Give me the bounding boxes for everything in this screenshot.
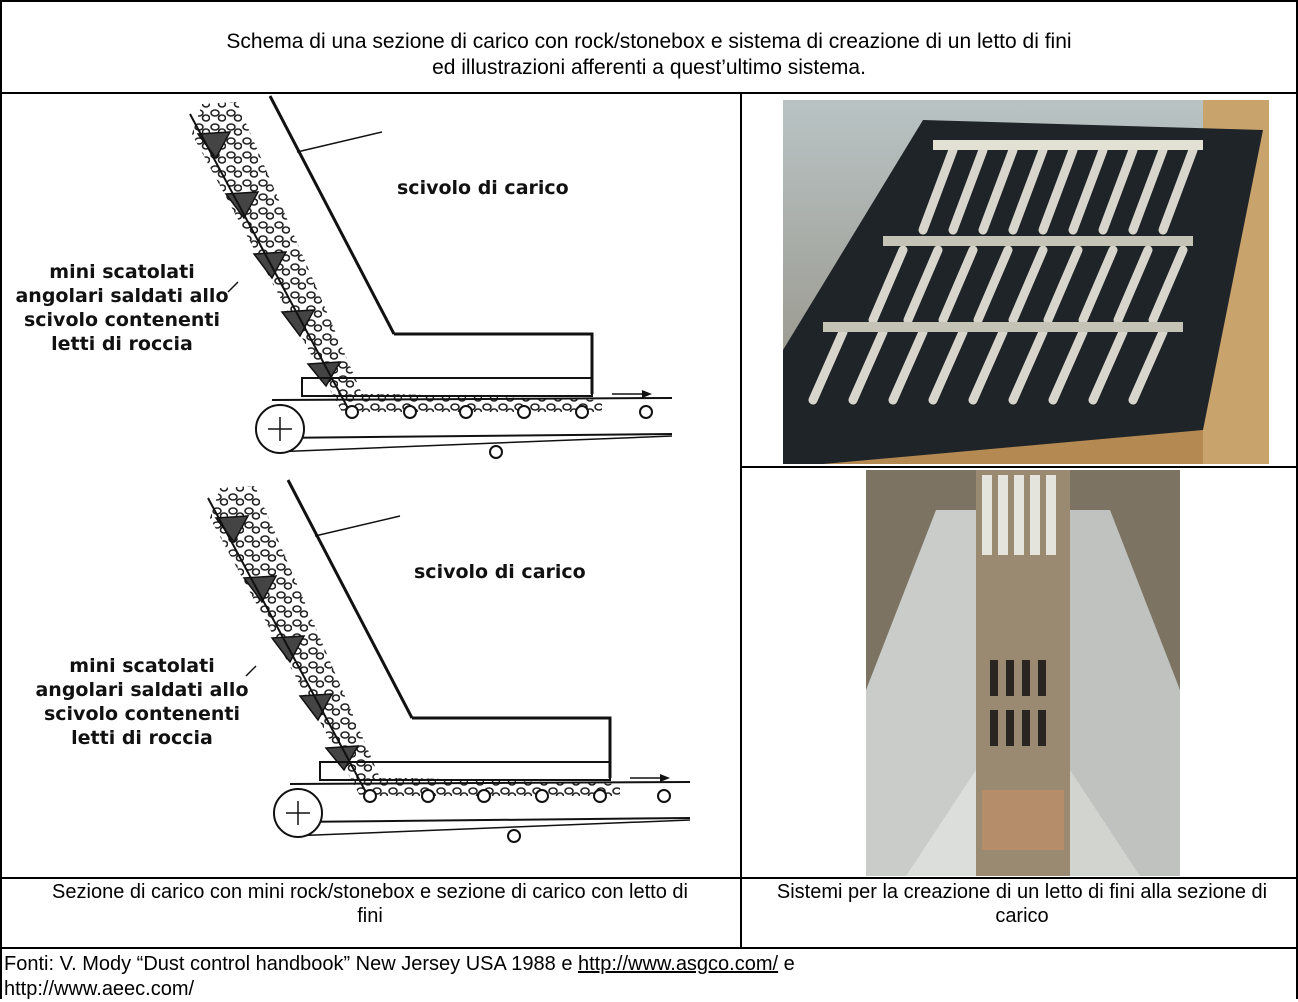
- column-divider: [740, 92, 742, 948]
- table-title: Schema di una sezione di carico con rock…: [2, 2, 1296, 92]
- box-label-top-4: letti di roccia: [51, 333, 193, 355]
- diagram-bottom: scivolo di carico mini scatolati angolar…: [35, 478, 692, 844]
- loading-section-diagram: scivolo di carico mini scatolati angolar…: [15, 94, 692, 844]
- table-border-right: [1296, 0, 1298, 999]
- chute-label-top: scivolo di carico: [397, 177, 569, 199]
- photo-divider: [740, 466, 1298, 468]
- source-link-aeec: http://www.aeec.com/: [4, 978, 195, 1000]
- title-line-1: Schema di una sezione di carico con rock…: [226, 30, 1072, 53]
- caption-right: Sistemi per la creazione di un letto di …: [776, 881, 1268, 927]
- box-label-bottom-2: angolari saldati allo: [35, 679, 248, 701]
- row-divider-images: [0, 877, 1298, 879]
- row-divider-captions: [0, 947, 1298, 949]
- box-label-top-1: mini scatolati: [49, 261, 194, 283]
- box-label-top-3: scivolo contenenti: [24, 309, 220, 331]
- box-label-top-2: angolari saldati allo: [15, 285, 228, 307]
- table-border-left: [0, 0, 2, 999]
- title-line-2: ed illustrazioni afferenti a quest’ultim…: [432, 56, 866, 79]
- table-border-top: [0, 0, 1298, 2]
- sources-prefix: Fonti: V. Mody “Dust control handbook” N…: [4, 953, 578, 975]
- box-label-bottom-3: scivolo contenenti: [44, 703, 240, 725]
- fines-bed-chute-photo: [866, 470, 1180, 876]
- diagram-top: scivolo di carico mini scatolati angolar…: [15, 94, 674, 460]
- box-label-bottom-4: letti di roccia: [71, 727, 213, 749]
- box-label-bottom-1: mini scatolati: [69, 655, 214, 677]
- row-divider-title: [0, 92, 1298, 94]
- sources-note: Fonti: V. Mody “Dust control handbook” N…: [4, 952, 1294, 1002]
- chute-label-bottom: scivolo di carico: [414, 561, 586, 583]
- grizzly-screen-photo: [783, 100, 1269, 464]
- sources-middle: e: [778, 953, 795, 975]
- source-link-asgco[interactable]: http://www.asgco.com/: [578, 953, 779, 975]
- caption-left: Sezione di carico con mini rock/stonebox…: [52, 881, 688, 927]
